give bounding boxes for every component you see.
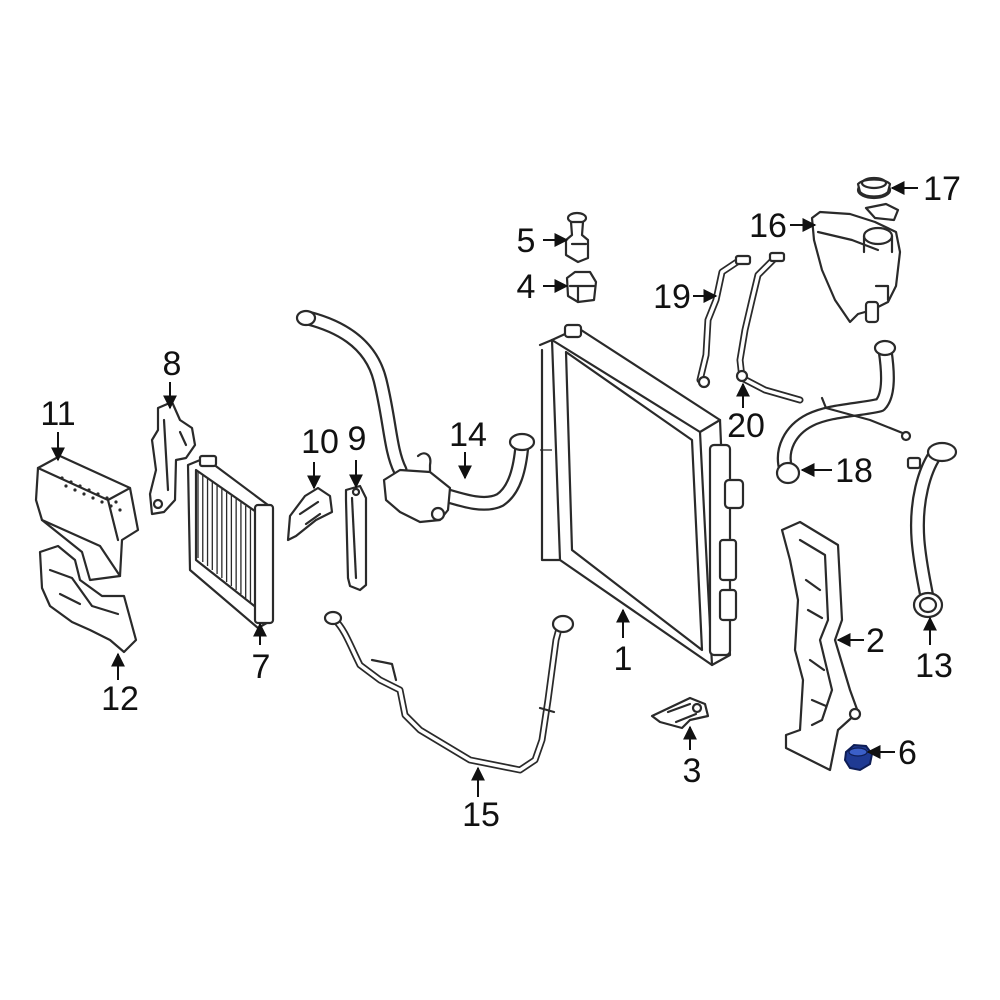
- part-10-bracket[interactable]: [286, 486, 334, 542]
- part-16-expansion-tank[interactable]: [810, 202, 902, 324]
- duct-vent-dot: [78, 484, 82, 488]
- callout-labels: 1 2 3 4 5 6 7 8 9 10 11 12 13 14 15 16 1…: [40, 170, 961, 834]
- part-3-bracket[interactable]: [650, 696, 710, 730]
- part-8-bracket[interactable]: [148, 400, 197, 516]
- part-6-highlighted-part[interactable]: [843, 743, 874, 772]
- part-5-clip[interactable]: [564, 211, 590, 264]
- callout-11: 11: [40, 395, 75, 433]
- part-12-lower-air-guide[interactable]: [38, 544, 138, 654]
- part-4-mount[interactable]: [565, 270, 598, 304]
- duct-vent-dot: [96, 492, 100, 496]
- callout-2: 2: [866, 622, 885, 660]
- duct-vent-dot: [100, 500, 104, 504]
- duct-vent-dot: [69, 480, 73, 484]
- callout-18: 18: [835, 452, 873, 490]
- callout-8: 8: [163, 345, 182, 383]
- part-9-bracket[interactable]: [344, 484, 368, 592]
- duct-vent-dot: [73, 488, 77, 492]
- duct-vent-dot: [118, 508, 122, 512]
- duct-vent-dot: [109, 504, 113, 508]
- duct-vent-dot: [87, 488, 91, 492]
- duct-vent-dot: [105, 496, 109, 500]
- part-2-side-air-guide[interactable]: [780, 520, 862, 772]
- callout-6: 6: [898, 734, 917, 772]
- part-13-hose[interactable]: [906, 441, 958, 619]
- part-18-hose[interactable]: [775, 339, 912, 485]
- callout-13: 13: [915, 647, 953, 685]
- callout-15: 15: [462, 796, 500, 834]
- part-19-vent-line[interactable]: [696, 254, 752, 389]
- part-11-air-duct[interactable]: [34, 454, 140, 582]
- duct-vent-dot: [114, 500, 118, 504]
- callout-19: 19: [653, 278, 691, 316]
- callout-12: 12: [101, 680, 139, 718]
- callout-20: 20: [727, 407, 765, 445]
- callout-14: 14: [449, 416, 487, 454]
- callout-9: 9: [348, 420, 367, 458]
- part-15-lower-coolant-line[interactable]: [323, 610, 575, 774]
- part-17-expansion-tank-cap[interactable]: [856, 176, 892, 200]
- callout-16: 16: [749, 207, 787, 245]
- callout-17: 17: [923, 170, 961, 208]
- callout-7: 7: [252, 648, 271, 686]
- callout-1: 1: [614, 640, 633, 678]
- duct-vent-dot: [91, 496, 95, 500]
- duct-vent-dot: [82, 492, 86, 496]
- callout-5: 5: [517, 222, 536, 260]
- part-7-auxiliary-cooler[interactable]: [186, 454, 275, 630]
- callout-leaders: [51, 181, 937, 797]
- duct-vent-dot: [60, 476, 64, 480]
- part-20-vent-line[interactable]: [735, 251, 804, 404]
- callout-4: 4: [517, 268, 536, 306]
- part-14-upper-hose[interactable]: [295, 309, 536, 524]
- part-1-radiator[interactable]: [538, 323, 745, 667]
- duct-vent-dot: [64, 484, 68, 488]
- callout-3: 3: [683, 752, 702, 790]
- callout-10: 10: [301, 423, 339, 461]
